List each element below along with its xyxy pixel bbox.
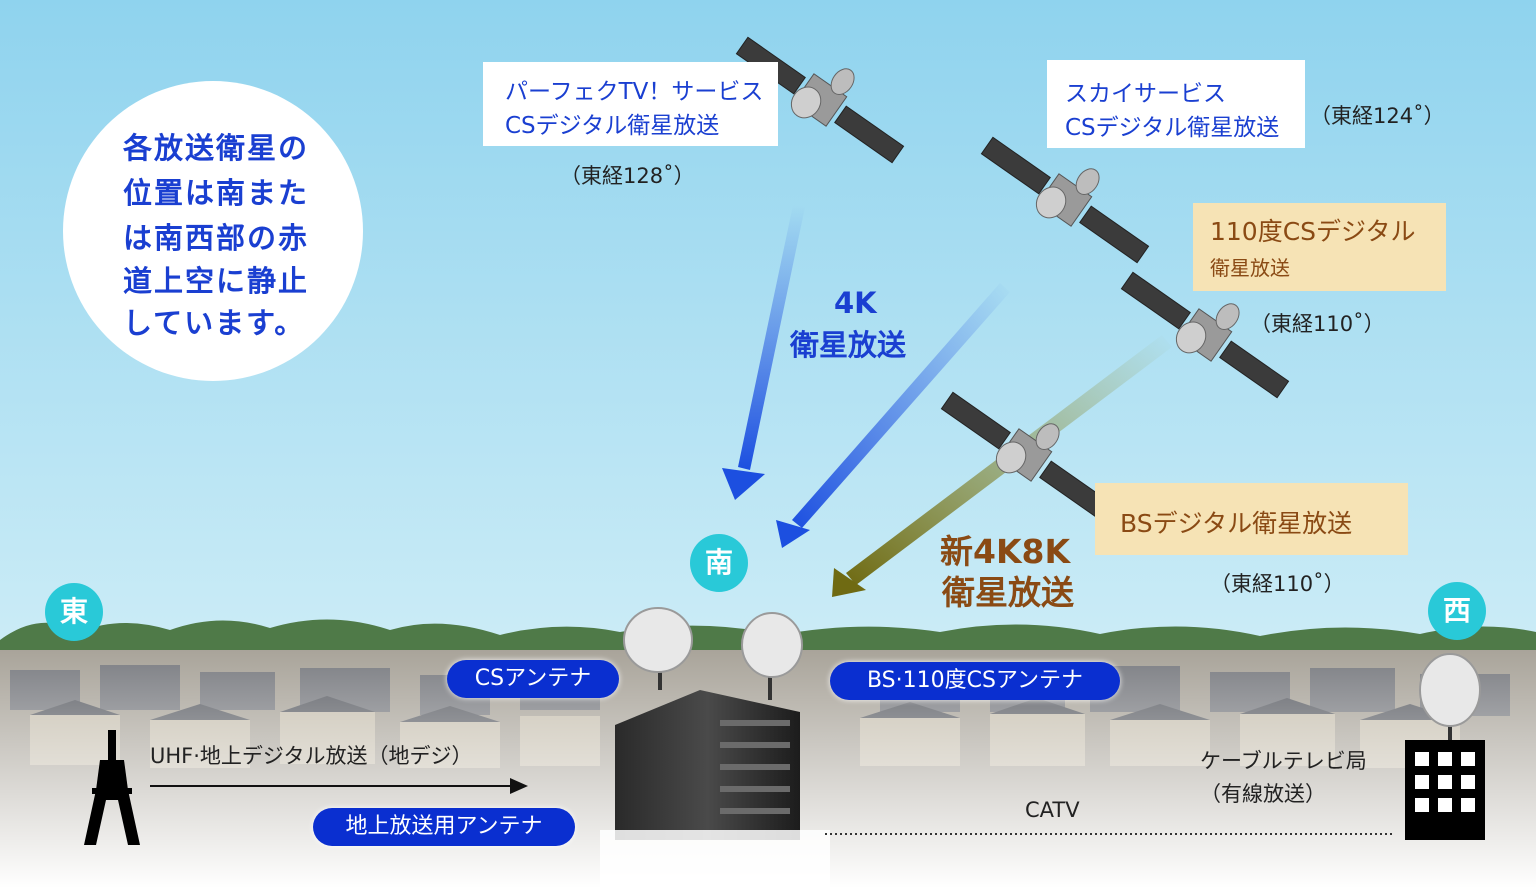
beam-4k8k-line2: 衛星放送 bbox=[942, 573, 1074, 612]
sky-line1: スカイサービス bbox=[1065, 81, 1226, 107]
cs110-line2: 衛星放送 bbox=[1210, 256, 1290, 280]
beam-4k-line2: 衛星放送 bbox=[790, 328, 907, 362]
south-badge: 南 bbox=[690, 534, 748, 592]
cs110-longitude: （東経110˚） bbox=[1250, 312, 1385, 336]
info-circle bbox=[63, 81, 363, 381]
bs-cs-dish bbox=[741, 612, 803, 700]
beam-4k-2 bbox=[792, 283, 1010, 528]
beam-4k8k-head bbox=[832, 568, 866, 597]
bs-label: BSデジタル衛星放送 bbox=[1120, 509, 1353, 538]
cs110-label-box bbox=[1193, 203, 1446, 291]
sky-longitude: （東経124˚） bbox=[1310, 104, 1445, 128]
info-line-2: 位置は南また bbox=[123, 176, 310, 210]
terrestrial-antenna-pill: 地上放送用アンテナ bbox=[313, 808, 575, 846]
sky-line2: CSデジタル衛星放送 bbox=[1065, 115, 1280, 141]
cs-dish bbox=[623, 607, 693, 690]
beam-4k-1 bbox=[738, 205, 805, 470]
sky-label-box bbox=[1047, 60, 1305, 148]
catv-station-line2: （有線放送） bbox=[1200, 782, 1326, 806]
satellite-bs bbox=[940, 391, 1110, 519]
perfect-tv-label-box bbox=[483, 62, 778, 146]
apartment-building bbox=[600, 690, 830, 888]
info-line-5: しています。 bbox=[123, 306, 306, 340]
catv-station-line1: ケーブルテレビ局 bbox=[1200, 749, 1367, 773]
catv-station-icon bbox=[1405, 740, 1485, 840]
perfect-tv-line1: パーフェクTV！サービス bbox=[505, 79, 764, 105]
beam-4k-2-head bbox=[776, 520, 810, 548]
bs-cs-antenna-pill: BS·110度CSアンテナ bbox=[830, 662, 1120, 700]
info-line-1: 各放送衛星の bbox=[123, 131, 310, 165]
catv-line-label: CATV bbox=[1025, 798, 1080, 822]
cs110-line1: 110度CSデジタル bbox=[1210, 217, 1416, 246]
perfect-tv-longitude: （東経128˚） bbox=[560, 164, 695, 188]
bs-longitude: （東経110˚） bbox=[1210, 572, 1345, 596]
info-line-4: 道上空に静止 bbox=[123, 264, 310, 298]
east-badge: 東 bbox=[45, 583, 103, 641]
beam-4k-1-head bbox=[722, 468, 765, 500]
cs-antenna-pill: CSアンテナ bbox=[447, 660, 619, 698]
beam-4k8k-line1: 新4K8K bbox=[940, 532, 1071, 571]
terrestrial-arrow-head bbox=[510, 778, 528, 794]
satellite-cs110 bbox=[1120, 271, 1290, 399]
terrestrial-label: UHF·地上デジタル放送（地デジ） bbox=[150, 744, 473, 768]
bs-label-box bbox=[1095, 483, 1408, 555]
catv-dish bbox=[1419, 653, 1481, 740]
perfect-tv-line2: CSデジタル衛星放送 bbox=[505, 113, 720, 139]
west-badge: 西 bbox=[1428, 582, 1486, 640]
tv-tower-icon bbox=[84, 730, 140, 845]
satellite-sky bbox=[980, 136, 1150, 264]
beam-4k-line1: 4K bbox=[834, 286, 877, 320]
info-line-3: は南西部の赤 bbox=[123, 221, 310, 255]
